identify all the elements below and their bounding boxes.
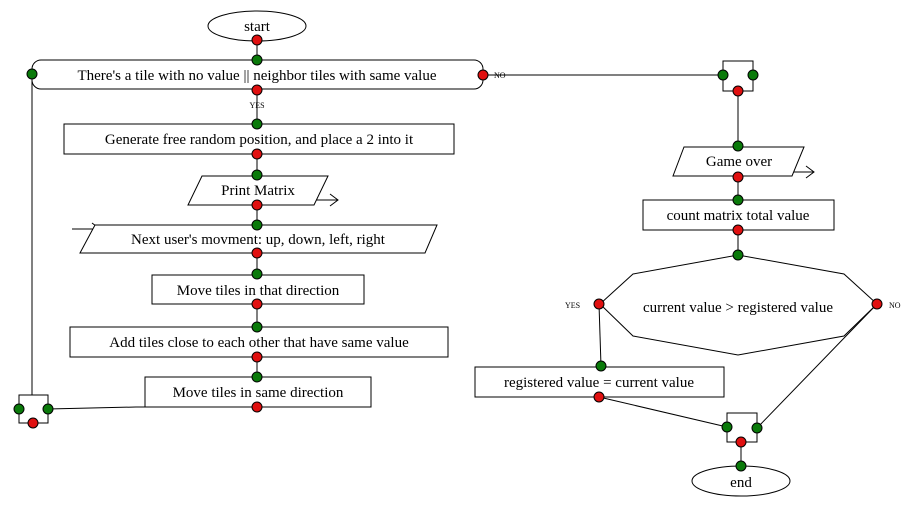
move-same-in-port[interactable] xyxy=(251,371,263,383)
value-yes-label: YES xyxy=(565,301,580,310)
generate-out-port[interactable] xyxy=(251,148,263,160)
end-merge-in-right-port[interactable] xyxy=(751,422,763,434)
loop-merge-out-port[interactable] xyxy=(27,417,39,429)
condition-value-label: current value > registered value xyxy=(643,300,833,316)
add-tiles-label: Add tiles close to each other that have … xyxy=(109,335,409,351)
loop-merge-in-right-port[interactable] xyxy=(42,403,54,415)
no-merge-in-left-port[interactable] xyxy=(717,69,729,81)
print-out-port[interactable] xyxy=(251,199,263,211)
game-over-out-port[interactable] xyxy=(732,171,744,183)
game-over-label: Game over xyxy=(706,154,772,170)
condition-value-in-port[interactable] xyxy=(732,249,744,261)
count-total-label: count matrix total value xyxy=(667,208,810,224)
print-matrix-node[interactable] xyxy=(187,175,329,206)
move-tiles-label: Move tiles in that direction xyxy=(177,283,340,299)
no-merge-in-right-port[interactable] xyxy=(747,69,759,81)
end-label: end xyxy=(730,475,752,491)
move-same-out-port[interactable] xyxy=(251,401,263,413)
add-tiles-in-port[interactable] xyxy=(251,321,263,333)
end-in-port[interactable] xyxy=(735,460,747,472)
game-over-in-port[interactable] xyxy=(732,140,744,152)
start-label: start xyxy=(244,19,271,35)
condition-main-no-port[interactable] xyxy=(477,69,489,81)
main-no-label: NO xyxy=(494,71,506,80)
labels: start There's a tile with no value || ne… xyxy=(77,19,900,491)
move-tiles-out-port[interactable] xyxy=(251,298,263,310)
registered-out-port[interactable] xyxy=(593,391,605,403)
edge-registered-to-end-merge xyxy=(598,396,728,428)
loop-merge-in-left-port[interactable] xyxy=(13,403,25,415)
count-in-port[interactable] xyxy=(732,194,744,206)
condition-main-label: There's a tile with no value || neighbor… xyxy=(77,68,436,84)
registered-label: registered value = current value xyxy=(504,375,694,391)
edge-condition-yes-to-registered xyxy=(598,303,602,367)
print-matrix-label: Print Matrix xyxy=(221,183,295,199)
print-output-arrowhead xyxy=(329,193,339,207)
next-move-label: Next user's movment: up, down, left, rig… xyxy=(131,232,386,248)
main-yes-label: YES xyxy=(249,101,264,110)
condition-value-node[interactable] xyxy=(599,254,878,356)
registered-in-port[interactable] xyxy=(595,360,607,372)
no-merge-out-port[interactable] xyxy=(732,85,744,97)
game-over-output-arrowhead xyxy=(805,165,815,179)
condition-main-loop-in-port[interactable] xyxy=(26,68,38,80)
condition-value-no-port[interactable] xyxy=(871,298,883,310)
print-in-port[interactable] xyxy=(251,169,263,181)
condition-main-yes-port[interactable] xyxy=(251,84,263,96)
move-same-label: Move tiles in same direction xyxy=(173,385,344,401)
ports xyxy=(13,34,883,472)
end-merge-in-left-port[interactable] xyxy=(721,421,733,433)
next-in-port[interactable] xyxy=(251,219,263,231)
end-merge-out-port[interactable] xyxy=(735,436,747,448)
generate-in-port[interactable] xyxy=(251,118,263,130)
add-tiles-out-port[interactable] xyxy=(251,351,263,363)
condition-value-yes-port[interactable] xyxy=(593,298,605,310)
value-no-label: NO xyxy=(889,301,901,310)
game-over-node[interactable] xyxy=(672,146,805,177)
next-move-node[interactable] xyxy=(79,224,438,254)
generate-label: Generate free random position, and place… xyxy=(105,132,414,148)
count-out-port[interactable] xyxy=(732,224,744,236)
edge-condition-no-to-end-merge xyxy=(756,303,878,429)
next-out-port[interactable] xyxy=(251,247,263,259)
start-out-port[interactable] xyxy=(251,34,263,46)
move-tiles-in-port[interactable] xyxy=(251,268,263,280)
condition-main-in-port[interactable] xyxy=(251,54,263,66)
